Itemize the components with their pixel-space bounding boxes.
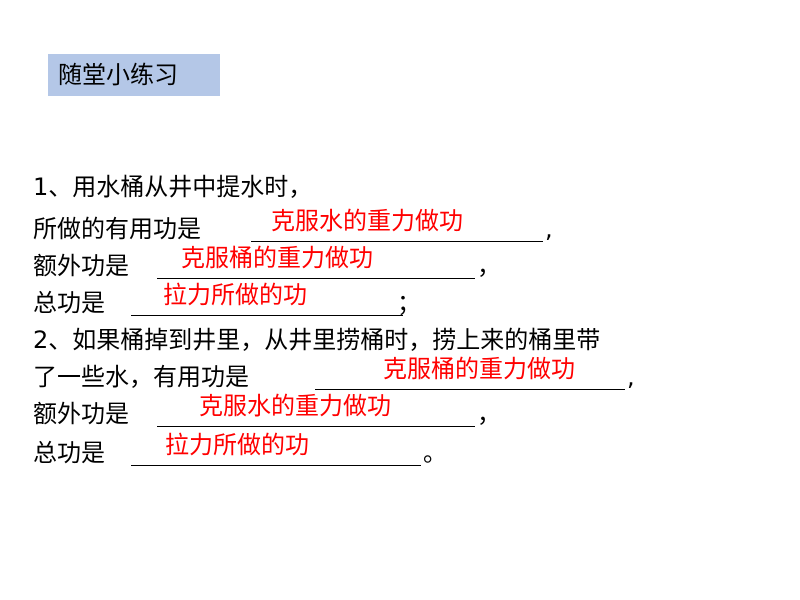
q2-intro-text: 2、如果桶掉到井里，从井里捞桶时，捞上来的桶里带 [33, 326, 601, 354]
q2-total-label: 总功是 [33, 439, 105, 467]
q2-useful-line: 了一些水，有用功是 克服桶的重力做功 , [33, 355, 653, 394]
q1-total-suffix: ； [397, 289, 421, 317]
q2-intro-line: 2、如果桶掉到井里，从井里捞桶时，捞上来的桶里带 [33, 323, 773, 357]
q2-total-blank [131, 465, 421, 466]
q1-extra-blank [157, 278, 475, 279]
q1-total-answer: 拉力所做的功 [163, 281, 307, 309]
q1-extra-line: 额外功是 克服桶的重力做功 ， [33, 244, 513, 283]
q1-useful-suffix: , [545, 215, 553, 243]
q2-useful-label: 了一些水，有用功是 [33, 363, 249, 391]
q2-useful-answer: 克服桶的重力做功 [383, 355, 575, 383]
q2-extra-blank [157, 426, 475, 427]
q1-extra-suffix: ， [477, 252, 501, 280]
q1-useful-line: 所做的有用功是 克服水的重力做功 , [33, 207, 553, 246]
q2-extra-suffix: ， [477, 400, 501, 428]
q1-total-label: 总功是 [33, 289, 105, 317]
q2-total-answer: 拉力所做的功 [165, 431, 309, 459]
q2-extra-answer: 克服水的重力做功 [199, 392, 391, 420]
section-title: 随堂小练习 [58, 61, 178, 89]
q1-intro-text: 1、用水桶从井中提水时， [33, 173, 313, 201]
q2-useful-suffix: , [627, 363, 635, 391]
q1-total-blank [131, 315, 403, 316]
q2-total-suffix: 。 [423, 439, 447, 467]
title-box: 随堂小练习 [48, 54, 220, 96]
q1-useful-blank [251, 241, 543, 242]
q1-useful-answer: 克服水的重力做功 [271, 207, 463, 235]
q1-useful-label: 所做的有用功是 [33, 215, 201, 243]
q2-extra-label: 额外功是 [33, 400, 129, 428]
q1-intro-line: 1、用水桶从井中提水时， [33, 170, 433, 204]
q2-extra-line: 额外功是 克服水的重力做功 ， [33, 392, 513, 431]
q2-useful-blank [315, 389, 625, 390]
q2-total-line: 总功是 拉力所做的功 。 [33, 431, 473, 470]
q1-extra-label: 额外功是 [33, 252, 129, 280]
q1-extra-answer: 克服桶的重力做功 [181, 244, 373, 272]
q1-total-line: 总功是 拉力所做的功 ； [33, 281, 453, 320]
